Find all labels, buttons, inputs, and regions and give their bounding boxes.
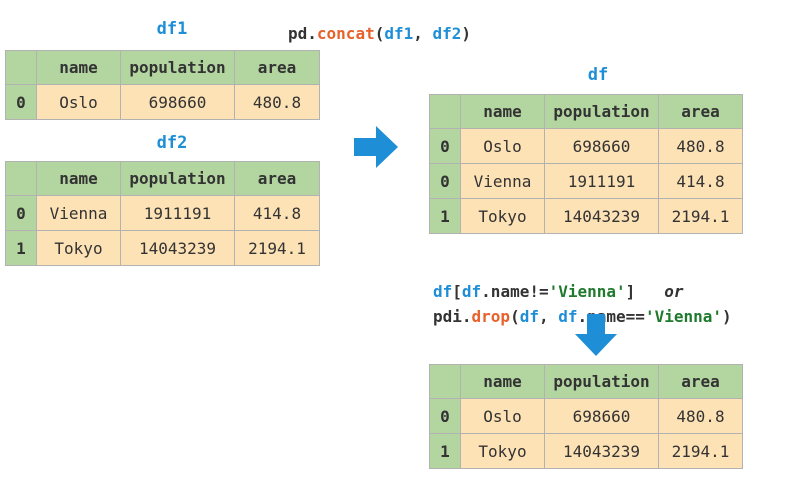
df1-title: df1 [156,19,188,39]
df2-cell-population: 1911191 [120,195,235,231]
filter-code-line1: df[df.name!='Vienna'] or [433,265,683,301]
code-vienna-string: 'Vienna' [548,282,626,301]
table-row: 0 Vienna 1911191 414.8 [5,195,320,231]
df2-header-row: name population area [5,161,320,196]
result-cell-name: Oslo [460,398,545,434]
code-pdi: pdi. [433,307,472,326]
df-header-index [429,94,461,129]
result-cell-area: 480.8 [658,398,743,434]
result-cell-area: 2194.1 [658,433,743,469]
df2-cell-area: 2194.1 [234,230,320,266]
code-concat-fn: concat [316,24,375,43]
code-df-arg: df [519,307,539,326]
table-row: 0 Oslo 698660 480.8 [5,84,320,120]
df1-header-area: area [234,50,320,85]
df2-header-area: area [234,161,320,196]
df-header-area: area [658,94,743,129]
df2-cell-name: Vienna [36,195,121,231]
code-or-word: or [664,282,684,301]
df-cell-name: Tokyo [460,198,545,234]
code-open-paren: ( [510,307,520,326]
code-sep: , [413,24,433,43]
code-close-paren: ) [722,307,732,326]
df1-header-row: name population area [5,50,320,85]
df2-row-index: 0 [5,195,37,231]
code-name-ne: .name!= [481,282,549,301]
arrow-down-icon [575,314,617,356]
table-row: 1 Tokyo 14043239 2194.1 [5,230,320,266]
code-bracket-open: [ [452,282,462,301]
result-header-index [429,364,461,399]
df-row-index: 0 [429,128,461,164]
df-cell-population: 14043239 [544,198,659,234]
df2-header-name: name [36,161,121,196]
df-header-name: name [460,94,545,129]
df-row-index: 0 [429,163,461,199]
table-row: 1 Tokyo 14043239 2194.1 [429,433,743,469]
code-vienna-string: 'Vienna' [644,307,722,326]
df-cell-population: 698660 [544,128,659,164]
df2-cell-name: Tokyo [36,230,121,266]
df1-cell-area: 480.8 [234,84,320,120]
result-header-area: area [658,364,743,399]
df1-cell-population: 698660 [120,84,235,120]
result-row-index: 1 [429,433,461,469]
df1-table: name population area 0 Oslo 698660 480.8 [5,50,320,120]
result-header-name: name [460,364,545,399]
result-table: name population area 0 Oslo 698660 480.8… [429,364,743,469]
result-cell-population: 14043239 [544,433,659,469]
code-df-cond: df [558,307,578,326]
result-cell-name: Tokyo [460,433,545,469]
df2-row-index: 1 [5,230,37,266]
df-row-index: 1 [429,198,461,234]
df-cell-area: 414.8 [658,163,743,199]
df-header-row: name population area [429,94,743,129]
df-cell-name: Oslo [460,128,545,164]
df-cell-name: Vienna [460,163,545,199]
df1-header-population: population [120,50,235,85]
result-cell-population: 698660 [544,398,659,434]
df1-header-index [5,50,37,85]
df2-cell-population: 14043239 [120,230,235,266]
code-df-b: df [461,282,482,301]
code-bracket-close: ] [625,282,636,301]
df-header-population: population [544,94,659,129]
code-pd: pd. [288,24,317,43]
df1-row-index: 0 [5,84,37,120]
code-sep: , [538,307,559,326]
code-arg-df1: df1 [384,24,414,43]
table-row: 0 Vienna 1911191 414.8 [429,163,743,199]
df2-table: name population area 0 Vienna 1911191 41… [5,161,320,266]
code-arg-df2: df2 [432,24,462,43]
df-table: name population area 0 Oslo 698660 480.8… [429,94,743,234]
code-open-paren: ( [374,24,385,43]
df-cell-area: 2194.1 [658,198,743,234]
concat-code: pd.concat(df1, df2) [288,7,471,43]
df-cell-population: 1911191 [544,163,659,199]
df2-header-population: population [120,161,235,196]
df2-cell-area: 414.8 [234,195,320,231]
result-header-row: name population area [429,364,743,399]
table-row: 0 Oslo 698660 480.8 [429,128,743,164]
df1-cell-name: Oslo [36,84,121,120]
table-row: 0 Oslo 698660 480.8 [429,398,743,434]
table-row: 1 Tokyo 14043239 2194.1 [429,198,743,234]
code-close-paren: ) [461,24,472,43]
df-cell-area: 480.8 [658,128,743,164]
df1-header-name: name [36,50,121,85]
df2-header-index [5,161,37,196]
df2-title: df2 [156,133,188,153]
result-row-index: 0 [429,398,461,434]
code-df-a: df [433,282,453,301]
code-drop-fn: drop [471,307,511,326]
result-header-population: population [544,364,659,399]
df-title: df [587,65,609,85]
arrow-right-icon [354,126,398,168]
